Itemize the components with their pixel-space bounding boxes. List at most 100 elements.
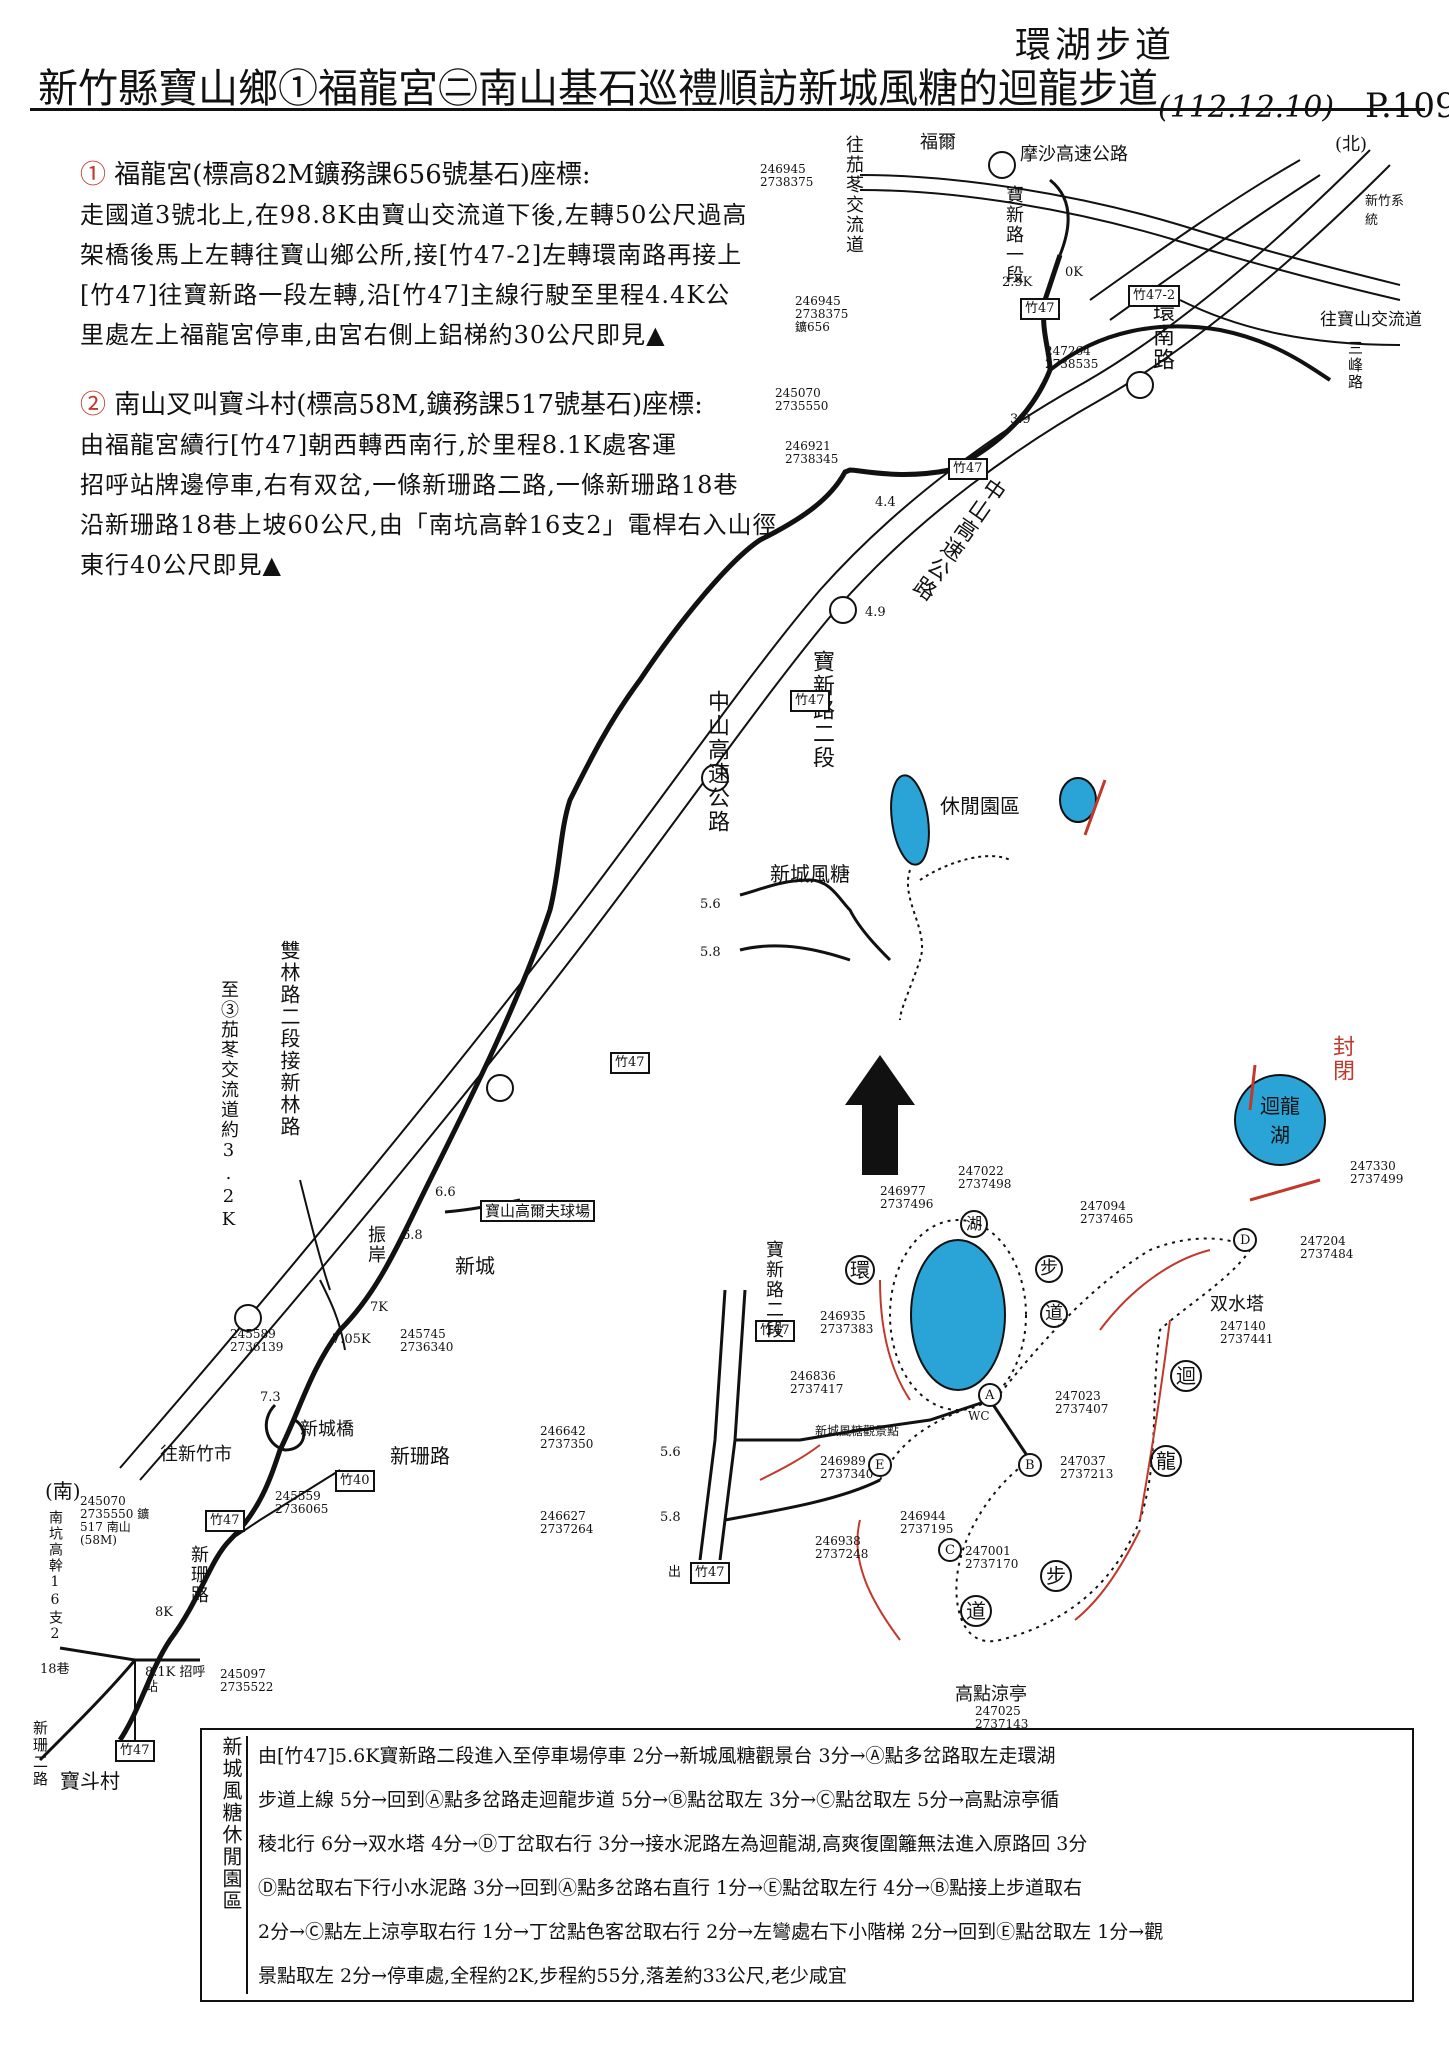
shield-zhu47-f: 竹47	[115, 1740, 155, 1762]
direction-arrow	[845, 1055, 915, 1175]
directions-side-title: 新城風糖休閒園區	[208, 1736, 248, 1994]
km-7-05: 7.05K	[332, 1332, 371, 1347]
km-4-4: 4.4	[875, 495, 896, 510]
section-nanshan: ② 南山叉叫寶斗村(標高58M,鑛務課517號基石)座標: 245070 273…	[80, 385, 840, 585]
header-underline	[30, 108, 1425, 111]
section1-marker: ①	[80, 160, 107, 190]
directions-line: 由[竹47]5.6K寶新路二段進入至停車場停車 2分→新城風糖觀景台 3分→Ⓐ點…	[258, 1745, 1056, 1767]
freeway-zhongshan	[119, 149, 1371, 1469]
trail-char-ring-3: 步	[1035, 1255, 1063, 1283]
section2-marker: ②	[80, 390, 107, 420]
coord-n: 246944 2737195	[900, 1509, 954, 1536]
label-viewpoint: 新城風糖觀景點	[815, 1424, 900, 1438]
coord-d: 245559 2736065	[275, 1489, 329, 1516]
label-nankeng: 南坑高幹16支2	[47, 1510, 63, 1644]
section2-heading: 南山叉叫寶斗村(標高58M,鑛務課517號基石)座標:	[114, 390, 703, 420]
label-baoshan-ic: 往寶山交流道	[1320, 310, 1422, 330]
point-e: E	[875, 1458, 885, 1473]
point-d: D	[1240, 1233, 1251, 1248]
page-title: 新竹縣寶山鄉①福龍宮㊁南山基石巡禮順訪新城風糖的迴龍步道	[38, 66, 1158, 112]
km-6-6: 6.6	[435, 1185, 456, 1200]
shield-zhu47-e: 竹47	[205, 1510, 245, 1532]
km-5-8: 5.8	[700, 945, 721, 960]
coord-q: 247023 2737407	[1055, 1389, 1109, 1416]
label-xinchengqiao: 新城橋	[300, 1419, 354, 1440]
coord-b: 245589 2736139	[230, 1327, 284, 1354]
km-7-3: 7.3	[260, 1390, 281, 1405]
huilong-lake	[1234, 1074, 1326, 1166]
km-4-9: 4.9	[865, 605, 886, 620]
label-south: (南)	[45, 1479, 81, 1503]
label-pavilion: 高點涼亭	[955, 1684, 1027, 1705]
road-huannan	[1048, 324, 1332, 382]
directions-line: 景點取左 2分→停車處,全程約2K,步程約55分,落差約33公尺,老少咸宜	[258, 1965, 847, 1987]
page-header: 環湖步道 新竹縣寶山鄉①福龍宮㊁南山基石巡禮順訪新城風糖的迴龍步道 (112.1…	[30, 6, 1449, 126]
label-xincheng-fengtang: 新城風糖	[770, 862, 850, 886]
label-north: (北)	[1335, 134, 1368, 155]
km-8: 8K	[155, 1605, 173, 1620]
freeway-shields	[234, 151, 1154, 1332]
coord-l: 246627 2737264	[540, 1509, 594, 1536]
label-huilong-lake: 迴龍湖	[1260, 1094, 1300, 1147]
km-2-9: 2.9K	[1002, 275, 1033, 290]
shield-zhu47-h: 竹47	[690, 1562, 730, 1584]
coord-i: 246935 2737383	[820, 1309, 874, 1336]
coord-o: 246938 2737248	[815, 1534, 869, 1561]
label-wc: WC	[968, 1409, 990, 1423]
label-twin-tower: 双水塔	[1210, 1294, 1264, 1315]
km-5-8-detail: 5.8	[660, 1510, 681, 1525]
coord-lake2: 247204 2737484	[1300, 1234, 1354, 1261]
coord-k: 246642 2737350	[540, 1424, 594, 1451]
coord-m: 246989 2737340	[820, 1454, 874, 1481]
road-zhu47	[117, 254, 1063, 1742]
shield-zhu47-b: 竹47	[948, 458, 988, 480]
coord-e: 245097 2735522	[220, 1667, 274, 1694]
label-to-qiongling: 往茄苳交流道	[843, 135, 864, 255]
coord-pav: 247025 2737143	[975, 1704, 1029, 1731]
freeway-top	[859, 174, 1401, 286]
trail-char-huilong-3: 步	[1040, 1560, 1072, 1592]
section1-heading: 福龍宮(標高82M鑛務課656號基石)座標:	[114, 160, 591, 190]
km-0: 0K	[1065, 265, 1083, 280]
section1-line: [竹47]往寶新路一段左轉,沿[竹47]主線行駛至里程4.4K公	[80, 281, 731, 309]
fulong-coord: 246945 2738375 鑛656	[795, 294, 849, 334]
label-xinshan-rd: 新珊路	[390, 1444, 450, 1468]
section2-line: 由福龍宮續行[竹47]朝西轉西南行,於里程8.1K處客運	[80, 431, 677, 459]
ring-lake	[910, 1239, 1006, 1391]
directions-line: 步道上線 5分→回到Ⓐ點多岔路走迴龍步道 5分→Ⓑ點岔取左 3分→Ⓒ點岔取左 5…	[258, 1789, 1060, 1811]
coord-h: 247094 2737465	[1080, 1199, 1134, 1226]
label-sanfeng: 三峰路	[1346, 340, 1364, 391]
page-number: P.109	[1365, 86, 1449, 126]
coord-f: 246977 2737496	[880, 1184, 934, 1211]
section1-line: 走國道3號北上,在98.8K由寶山交流道下後,左轉50公尺過高	[80, 201, 748, 229]
km-6-8: 6.8	[402, 1228, 423, 1243]
shield-zhu47-d: 竹47	[610, 1052, 650, 1074]
coord-a: 247264 2738535	[1045, 344, 1099, 371]
label-closed: 封閉	[1329, 1035, 1354, 1083]
label-zhenning: 振岸	[365, 1225, 386, 1265]
trail-points	[868, 1228, 1257, 1562]
directions-box: 新城風糖休閒園區 由[竹47]5.6K寶新路二段進入至停車場停車 2分→新城風糖…	[200, 1728, 1414, 2002]
label-baodou: 寶斗村	[60, 1769, 120, 1793]
trail-char-huilong-2: 龍	[1150, 1445, 1182, 1477]
km-5-6: 5.6	[700, 897, 721, 912]
directions-line: 稜北行 6分→双水塔 4分→Ⓓ丁岔取右行 3分→接水泥路左為迴龍湖,高爽復圍籬無…	[258, 1833, 1088, 1855]
section2-line: 沿新珊路18巷上坡60公尺,由「南坑高幹16支2」電桿右入山徑	[80, 511, 778, 539]
label-xincheng: 新城	[455, 1254, 495, 1278]
section2-coord: 245070 2735550	[775, 386, 829, 413]
section1-line: 里處左上福龍宮停車,由宮右側上鋁梯約30公尺即見▲	[80, 321, 666, 349]
directions-text: 由[竹47]5.6K寶新路二段進入至停車場停車 2分→新城風糖觀景台 3分→Ⓐ點…	[258, 1734, 1408, 1998]
directions-line: Ⓓ點岔取右下行小水泥路 3分→回到Ⓐ點多岔路右直行 1分→Ⓔ點岔取左行 4分→Ⓑ…	[258, 1877, 1083, 1899]
label-rest-area: 休閒園區	[940, 794, 1020, 818]
coord-g: 247022 2737498	[958, 1164, 1012, 1191]
point-a: A	[985, 1388, 995, 1403]
label-to-qiongling2: 至③茄苳交流道約3.2K	[218, 980, 239, 1232]
label-bus-stop: 8.1K 招呼站	[145, 1665, 206, 1695]
label-golf: 寶山高爾夫球場	[480, 1200, 596, 1222]
trail-char-huilong-4: 道	[960, 1595, 992, 1627]
label-fuyi: 福爾	[920, 132, 956, 153]
label-to-xinzhu: 往新竹市	[160, 1444, 232, 1465]
label-freeway-top: 摩沙高速公路	[1020, 144, 1128, 165]
shield-zhu47-g: 竹47	[755, 1320, 795, 1342]
label-exit: 出	[668, 1565, 682, 1580]
